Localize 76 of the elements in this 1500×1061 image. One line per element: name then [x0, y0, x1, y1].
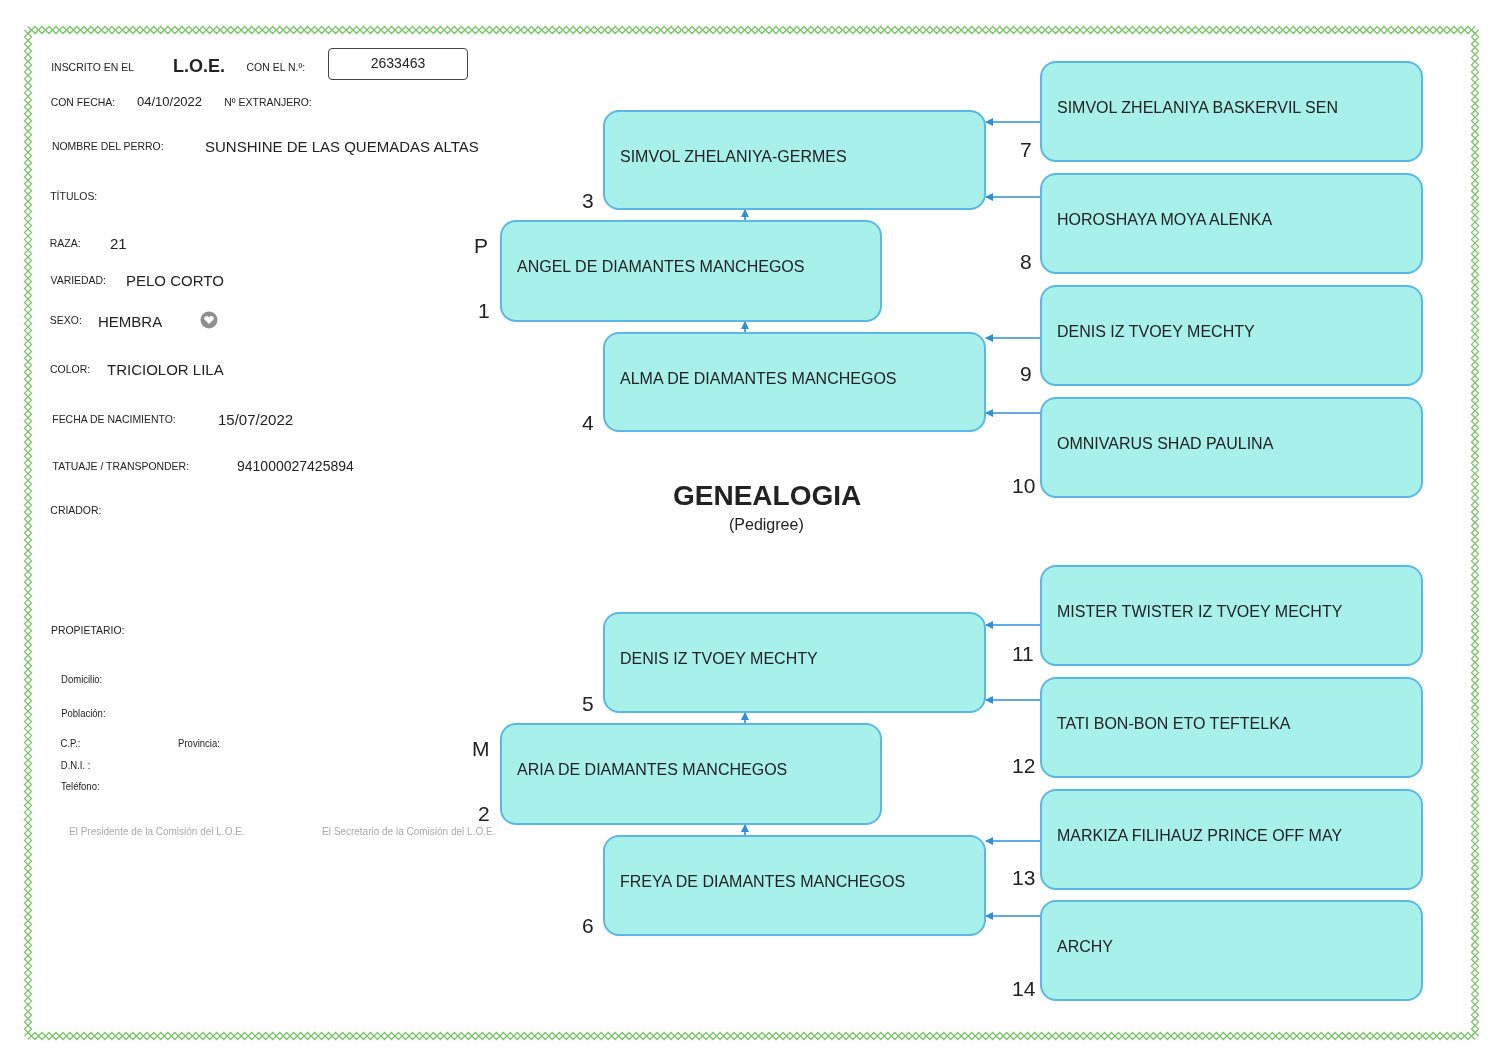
arrow [985, 409, 1041, 417]
field-value: TRICIOLOR LILA [107, 361, 224, 379]
dog-name: OMNIVARUS SHAD PAULINA [1057, 435, 1274, 453]
field-label: Nº EXTRANJERO: [224, 96, 312, 110]
field-value: 941000027425894 [237, 458, 354, 475]
dog-name: ALMA DE DIAMANTES MANCHEGOS [620, 370, 897, 388]
field-label: Provincia: [178, 738, 220, 750]
position-number: 14 [1012, 978, 1036, 999]
field-label: SEXO: [49, 314, 82, 328]
position-number: 9 [1020, 363, 1032, 384]
dog-name: ANGEL DE DIAMANTES MANCHEGOS [517, 258, 805, 276]
field-value: 15/07/2022 [218, 411, 294, 429]
field-label: CON EL N.º: [246, 61, 306, 75]
field-label: RAZA: [49, 237, 81, 251]
position-number: 4 [582, 412, 594, 433]
field-label: Domicilio: [61, 674, 103, 686]
field-value: HEMBRA [98, 313, 163, 331]
field-label: COLOR: [50, 363, 91, 377]
dog-name: MISTER TWISTER IZ TVOEY MECHTY [1057, 603, 1343, 621]
dog-name: SIMVOL ZHELANIYA-GERMES [620, 148, 847, 166]
field-value: SUNSHINE DE LAS QUEMADAS ALTAS [205, 138, 479, 156]
arrow [741, 321, 749, 333]
field-value: 21 [110, 235, 127, 253]
arrow [985, 912, 1041, 920]
field-label: TATUAJE / TRANSPONDER: [52, 460, 190, 474]
position-number: 10 [1012, 475, 1036, 496]
arrow [741, 712, 749, 724]
dog-name: FREYA DE DIAMANTES MANCHEGOS [620, 873, 906, 891]
parent-letter: P [474, 235, 488, 256]
signature-label: El Secretario de la Comisión del L.O.E. [322, 826, 496, 838]
heading: GENEALOGIA [673, 479, 862, 513]
dog-name: ARCHY [1057, 938, 1113, 956]
signature-label: El Presidente de la Comisión del L.O.E. [69, 826, 245, 838]
arrow [985, 334, 1041, 342]
field-label: PROPIETARIO: [50, 624, 125, 638]
field-label: Teléfono: [61, 781, 100, 793]
registry-name: L.O.E. [173, 56, 225, 78]
dog-name: MARKIZA FILIHAUZ PRINCE OFF MAY [1057, 827, 1343, 845]
subheading: (Pedigree) [729, 515, 804, 535]
arrow [985, 118, 1041, 126]
position-number: 6 [582, 915, 594, 936]
field-value: PELO CORTO [126, 272, 224, 290]
dog-name: HOROSHAYA MOYA ALENKA [1057, 211, 1273, 229]
field-value: 04/10/2022 [137, 94, 203, 110]
arrow [985, 696, 1041, 704]
field-label: INSCRITO EN EL [51, 61, 135, 75]
number-field: 2633463 [328, 48, 468, 80]
dog-name: SIMVOL ZHELANIYA BASKERVIL SEN [1057, 99, 1338, 117]
position-number: 7 [1020, 139, 1032, 160]
position-number: 3 [582, 190, 594, 211]
position-number: 5 [582, 693, 594, 714]
dog-name: DENIS IZ TVOEY MECHTY [1057, 323, 1255, 341]
dog-name: DENIS IZ TVOEY MECHTY [620, 650, 818, 668]
field-label: NOMBRE DEL PERRO: [51, 140, 164, 154]
arrow [985, 837, 1041, 845]
arrow [741, 209, 749, 221]
field-label: TÍTULOS: [50, 190, 98, 204]
field-label: VARIEDAD: [50, 274, 106, 288]
field-label: C.P.: [60, 738, 81, 750]
field-label: CON FECHA: [50, 96, 116, 110]
position-number: 2 [478, 803, 490, 824]
dog-name: TATI BON-BON ETO TEFTELKA [1057, 715, 1291, 733]
position-number: 13 [1012, 867, 1036, 888]
parent-letter: M [472, 738, 490, 759]
field-label: D.N.I. : [60, 760, 91, 772]
field-label: Población: [61, 708, 106, 720]
position-number: 12 [1012, 755, 1036, 776]
position-number: 11 [1012, 643, 1034, 664]
arrow [985, 621, 1041, 629]
position-number: 1 [478, 300, 490, 321]
arrow [985, 193, 1041, 201]
position-number: 8 [1020, 251, 1032, 272]
dog-name: ARIA DE DIAMANTES MANCHEGOS [517, 761, 788, 779]
field-label: CRIADOR: [50, 504, 102, 518]
field-label: FECHA DE NACIMIENTO: [52, 413, 176, 427]
arrow [741, 824, 749, 836]
